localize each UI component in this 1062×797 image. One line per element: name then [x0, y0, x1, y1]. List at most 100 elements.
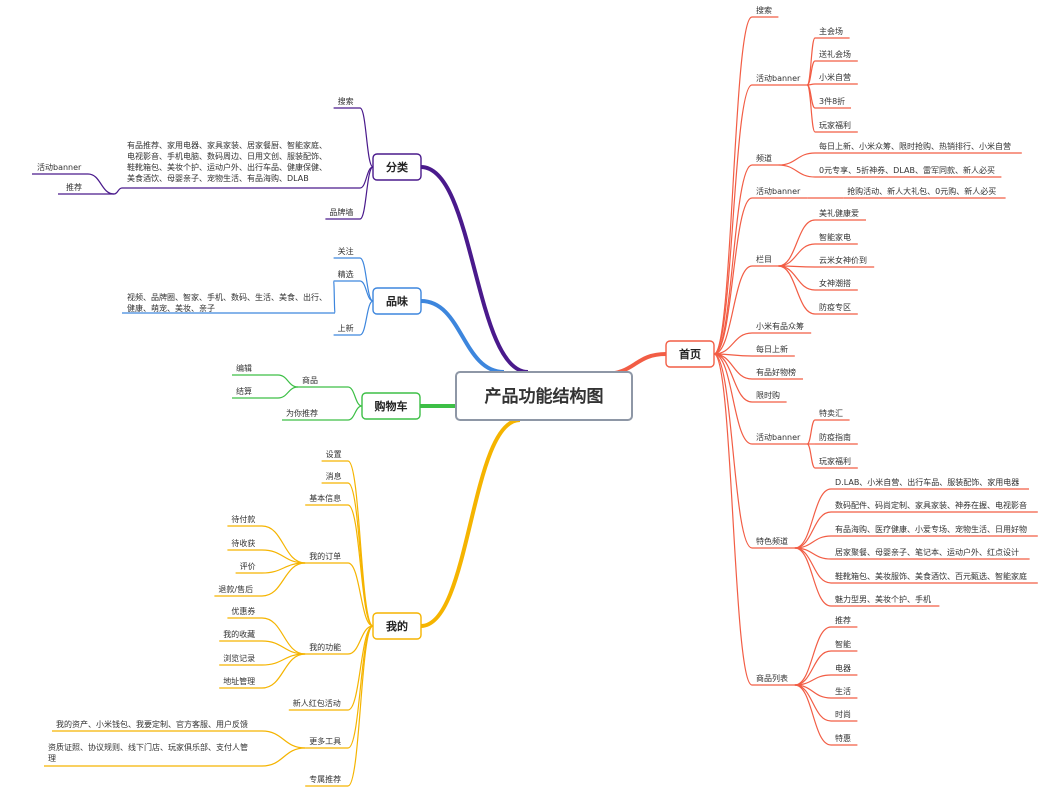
mine-item: 我的订单: [309, 551, 341, 561]
connector-line: [778, 265, 816, 291]
category-note-line: 有品推荐、家用电器、家具家装、居家餐厨、智能家庭、: [127, 140, 327, 150]
connector-line: [261, 562, 306, 597]
mine-subitem: 我的收藏: [223, 629, 255, 639]
home-item: 限时购: [756, 390, 780, 400]
connector-line: [794, 626, 832, 686]
home-subitem: 3件8折: [819, 96, 845, 106]
connector-line: [347, 625, 374, 749]
branch-category-label: 分类: [386, 160, 409, 174]
home-subitem: 防疫专区: [819, 302, 851, 312]
taste-item: 上新: [338, 323, 354, 333]
home-subitem: 推荐: [835, 615, 851, 625]
home-item: 活动banner: [756, 73, 801, 83]
category-note-line: 电视影音、手机电脑、数码周边、日用文创、服装配饰、: [127, 151, 327, 161]
mine-subitem-line: 理: [48, 754, 56, 763]
connector-line: [359, 257, 374, 302]
connector-line: [87, 173, 115, 195]
connector-line: [713, 353, 753, 549]
connector-line: [359, 107, 374, 168]
category-note-line: 鞋靴箱包、美妆个护、运动户外、出行车品、健康保健、: [127, 162, 327, 172]
home-subitem: 防疫指南: [819, 432, 851, 442]
category-subitem: 活动banner: [37, 162, 82, 172]
mine-item: 基本信息: [309, 493, 341, 503]
home-subitem: 鞋靴箱包、美妆服饰、美食酒饮、百元甄选、智能家庭: [835, 571, 1027, 581]
connector-line: [333, 280, 336, 314]
connector-line: [794, 511, 832, 549]
mine-subitem: 评价: [240, 562, 256, 571]
category-note-line: 美食酒饮、母婴亲子、宠物生活、有品海购、DLAB: [127, 173, 309, 183]
central-topic-box[interactable]: [455, 371, 633, 421]
cart-subitem: 编辑: [236, 363, 252, 373]
connector-line: [359, 166, 374, 220]
connector-line: [420, 299, 505, 374]
connector-line: [713, 332, 753, 355]
home-subitem: 智能: [835, 639, 851, 649]
branch-home-box[interactable]: [665, 340, 715, 368]
home-subitem: 女神潮搭: [819, 278, 851, 288]
connector-line: [794, 488, 832, 549]
home-subitem: 抢购活动、新人大礼包、0元购、新人必买: [847, 186, 996, 196]
mine-subitem: 浏览记录: [223, 653, 255, 663]
connector-line: [347, 504, 374, 627]
connector-line: [806, 443, 816, 469]
branch-taste-box[interactable]: [372, 287, 422, 315]
connector-line: [778, 152, 816, 166]
connector-line: [778, 265, 816, 315]
connector-line: [347, 460, 374, 627]
connector-line: [261, 525, 306, 564]
branch-cart-box[interactable]: [361, 392, 421, 420]
branch-mine-box[interactable]: [372, 612, 422, 640]
branch-cart-label: 购物车: [375, 399, 408, 413]
home-subitem: 玩家福利: [819, 456, 851, 466]
home-item: 特色频道: [756, 536, 788, 546]
mine-subitem: 我的资产、小米钱包、我要定制、官方客服、用户反馈: [56, 719, 248, 729]
taste-subitem: 视频、品牌圈、智家、手机、数码、生活、美食、出行、: [127, 292, 327, 302]
mine-item: 专属推荐: [309, 774, 341, 784]
mine-subitem: 优惠券: [231, 606, 255, 616]
connector-line: [113, 187, 123, 195]
category-item: 推荐: [66, 182, 82, 192]
branch-home-label: 首页: [679, 347, 701, 361]
central-topic-label: 产品功能结构图: [485, 386, 604, 407]
taste-item: 精选: [338, 269, 354, 279]
home-subitem: 时尚: [835, 709, 851, 719]
mine-item: 消息: [326, 471, 342, 481]
taste-subitem: 健康、萌宠、美妆、亲子: [127, 303, 215, 313]
connector-line: [347, 625, 374, 787]
home-subitem: 玩家福利: [819, 120, 851, 130]
connector-line: [794, 684, 832, 746]
category-item: 搜索: [338, 96, 354, 106]
home-item: 搜索: [756, 5, 772, 15]
branch-category-box[interactable]: [372, 153, 422, 181]
connector-line: [261, 640, 306, 655]
home-subitem: 生活: [835, 686, 851, 696]
mine-item: 设置: [326, 449, 342, 459]
connector-line: [420, 418, 521, 628]
connector-line: [261, 653, 306, 689]
home-subitem: 每日上新、小米众筹、限时抢购、热销排行、小米自营: [819, 141, 1011, 151]
home-subitem: 美礼健康爱: [819, 208, 859, 218]
branch-taste-label: 品味: [386, 294, 408, 308]
connector-line: [347, 386, 363, 407]
cart-item: 商品: [302, 375, 318, 385]
connector-line: [806, 84, 816, 133]
connector-line: [261, 617, 306, 655]
cart-item: 为你推荐: [286, 408, 318, 418]
connector-line: [277, 374, 299, 388]
home-subitem: 主会场: [819, 26, 843, 36]
mine-subitem-line: 资质证照、协议规则、线下门店、玩家俱乐部、支付人管: [48, 742, 248, 752]
mine-subitem: 地址管理: [223, 676, 255, 686]
home-item: 栏目: [756, 254, 772, 264]
home-subitem: D.LAB、小米自营、出行车品、服装配饰、家用电器: [835, 477, 1019, 487]
home-subitem: 特卖汇: [819, 408, 843, 418]
connector-line: [347, 405, 363, 421]
connector-line: [277, 386, 299, 399]
mine-subitem: 退款/售后: [218, 584, 253, 594]
connector-line: [713, 84, 753, 355]
mine-subitem: 待付款: [231, 514, 255, 524]
connector-line: [794, 547, 832, 607]
connector-line: [347, 562, 374, 627]
connector-line: [713, 353, 753, 686]
connector-line: [420, 165, 529, 374]
